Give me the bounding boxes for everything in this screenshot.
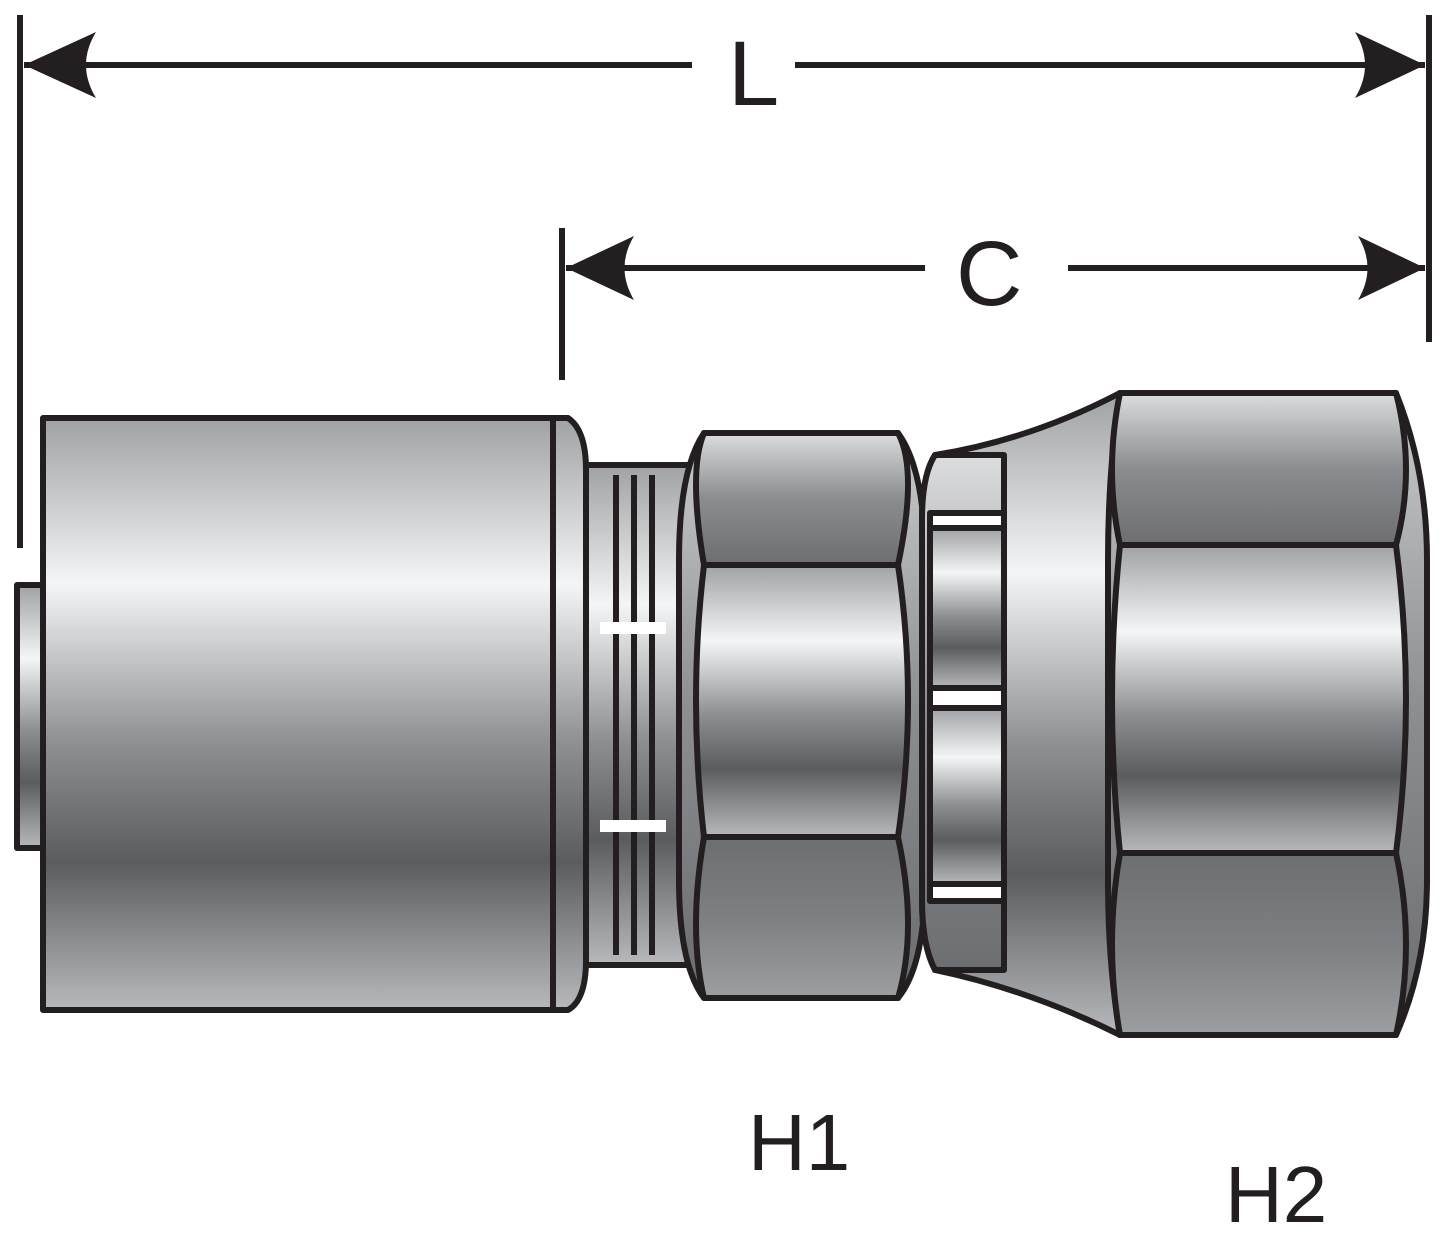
arrowhead-l-left <box>24 32 96 98</box>
nipple-grooves <box>600 475 666 955</box>
hex-h1-face-top <box>693 430 911 568</box>
hex-h2-face-top <box>1109 390 1409 548</box>
hose-stub <box>14 582 46 851</box>
hex-h2-face-middle <box>1109 542 1409 856</box>
dimension-label-c: C <box>956 223 1022 325</box>
hex-h2-face-bottom <box>1109 850 1409 1038</box>
dimension-label-l: L <box>728 23 779 125</box>
swivel-flat-2 <box>927 525 1007 691</box>
hex-h1-face-bottom <box>693 834 911 1001</box>
swivel-flat-5 <box>927 881 1007 904</box>
hex-h1-face-middle <box>693 562 911 840</box>
hex-h2-label: H2 <box>1225 1150 1327 1239</box>
arrowhead-l-right <box>1355 32 1425 98</box>
swivel-flat-4 <box>927 705 1007 887</box>
hex-h1-label: H1 <box>748 1098 850 1187</box>
dimension-l: L <box>17 15 1432 548</box>
dimension-c: C <box>559 223 1425 380</box>
arrowhead-c-right <box>1358 236 1425 300</box>
hex-h2 <box>1105 390 1430 1038</box>
hex-h1 <box>676 430 928 1001</box>
arrowhead-c-left <box>566 236 634 300</box>
swivel-body <box>919 390 1123 1038</box>
ferrule <box>40 415 589 1013</box>
hose-fitting <box>14 390 1430 1038</box>
